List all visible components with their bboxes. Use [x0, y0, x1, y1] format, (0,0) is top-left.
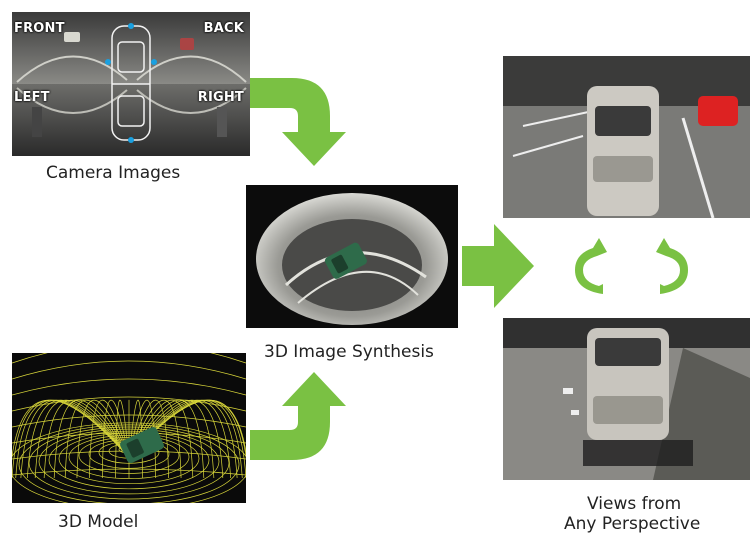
arrow-camera-to-synthesis	[250, 70, 350, 170]
rotate-left-icon	[573, 236, 607, 296]
camera-label-left: LEFT	[14, 90, 50, 105]
arrow-synthesis-to-views	[462, 224, 534, 308]
camera-label-right: RIGHT	[197, 90, 244, 105]
rotate-right-icon	[656, 236, 690, 296]
view-panel-bottom	[503, 318, 750, 480]
views-caption-line1: Views from	[587, 494, 682, 514]
camera-images-panel: FRONT BACK LEFT RIGHT	[12, 12, 250, 156]
model-caption: 3D Model	[58, 512, 139, 532]
views-caption-line2: Any Perspective	[564, 514, 701, 534]
arrow-model-to-synthesis	[250, 368, 350, 468]
view-panel-top	[503, 56, 750, 218]
camera-label-front: FRONT	[14, 21, 65, 36]
model-panel	[12, 353, 246, 503]
synthesis-caption: 3D Image Synthesis	[264, 342, 434, 362]
camera-label-back: BACK	[203, 21, 244, 36]
camera-images-caption: Camera Images	[46, 163, 181, 183]
synthesis-panel	[246, 185, 458, 328]
